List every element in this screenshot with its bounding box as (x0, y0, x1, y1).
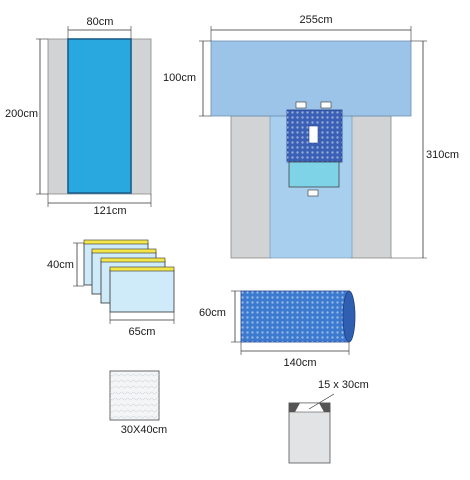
sheet-outer-width-label: 121cm (93, 205, 126, 217)
sheet-blue-panel (67, 38, 132, 194)
roll-texture (241, 291, 349, 342)
sheet-item: 80cm 200cm 121cm (5, 16, 152, 217)
drape-fenestration-slot (308, 125, 319, 144)
drape-top-height-label: 100cm (163, 72, 196, 84)
towels-height-label: 40cm (47, 259, 74, 271)
pouch-adhesive-tab-right (319, 403, 330, 412)
towel-sheet (109, 266, 175, 313)
gauze-texture (110, 371, 159, 420)
sheet-height-label: 200cm (5, 108, 38, 120)
pouch-body (288, 402, 331, 464)
drape-grey-right (350, 115, 392, 259)
pouch-leader-line (308, 393, 335, 410)
drape-width-label: 255cm (299, 14, 332, 26)
drape-instrument-pad (288, 161, 340, 188)
pouch-adhesive-tab-left (289, 403, 300, 412)
drape-height-label: 310cm (426, 149, 459, 161)
pouch-item: 15 x 30cm (288, 379, 369, 464)
towels-item: 40cm 65cm (47, 239, 175, 338)
sheet-width-label: 80cm (87, 16, 114, 28)
drape-top-band (210, 40, 412, 117)
drape-tube-holder-right (320, 101, 332, 109)
roll-width-label: 140cm (283, 357, 316, 369)
gauze-item: 30X40cm (109, 370, 167, 436)
gauze-size-label: 30X40cm (121, 424, 167, 436)
drape-item: 255cm 100cm 310cm (163, 14, 459, 259)
pouch-size-label: 15 x 30cm (318, 379, 369, 391)
drape-tube-holder-left (295, 101, 307, 109)
towels-width-label: 65cm (129, 326, 156, 338)
drape-grey-left (230, 115, 272, 259)
drape-tube-holder-bottom (307, 189, 319, 197)
roll-height-label: 60cm (199, 307, 226, 319)
roll-item: 60cm 140cm (199, 290, 356, 369)
roll-end (342, 290, 356, 343)
